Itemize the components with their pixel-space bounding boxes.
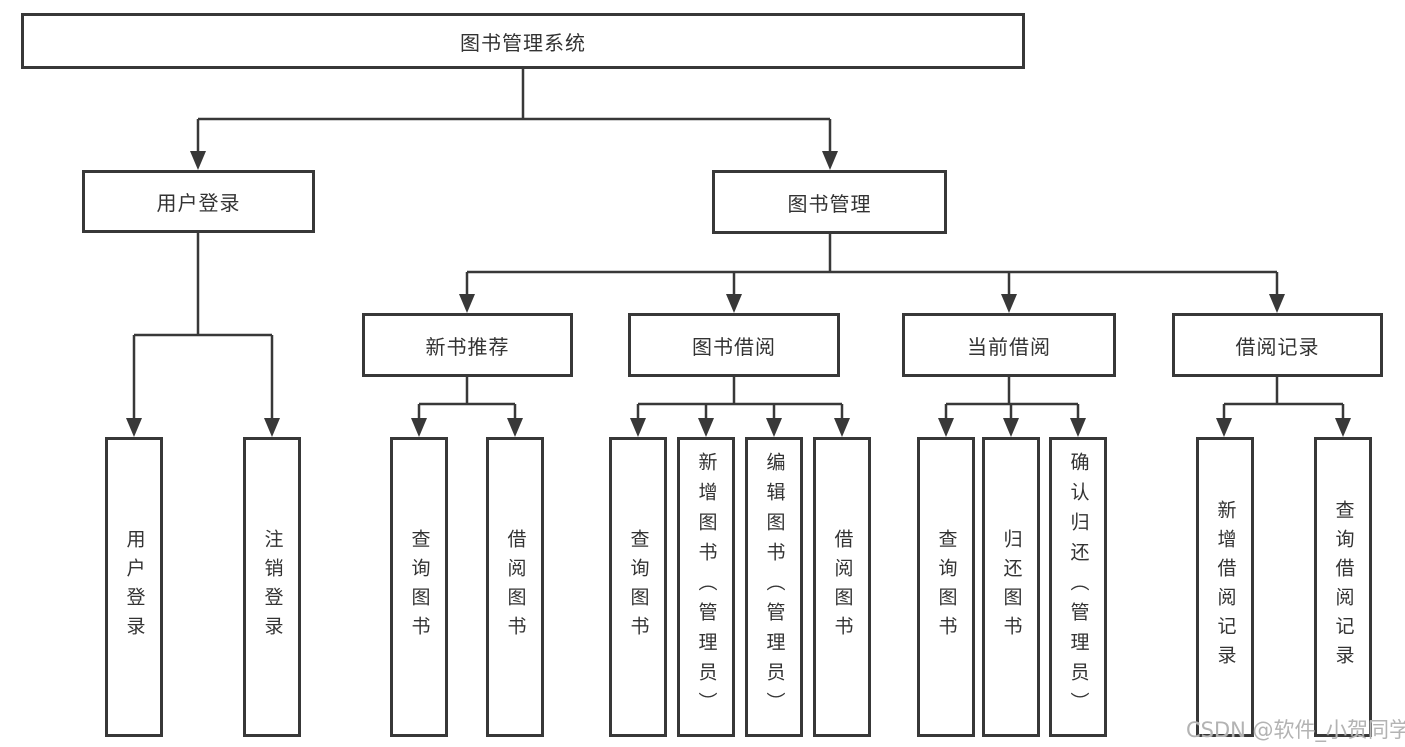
leaf-borrow-book-1: 借阅图书 bbox=[486, 437, 544, 737]
leaf-edit-book-admin-label: 编辑图书（管理员） bbox=[763, 452, 786, 722]
leaf-query-book-2-label: 查询图书 bbox=[627, 529, 650, 645]
leaf-user-login-label: 用户登录 bbox=[123, 529, 146, 645]
leaf-return-book: 归还图书 bbox=[982, 437, 1040, 737]
leaf-user-login: 用户登录 bbox=[105, 437, 163, 737]
node-root: 图书管理系统 bbox=[21, 13, 1025, 69]
watermark-text: CSDN @软件_小贺同学 bbox=[1186, 718, 1405, 742]
node-new-book-recommend-label: 新书推荐 bbox=[425, 334, 510, 359]
leaf-logout-label: 注销登录 bbox=[261, 529, 284, 645]
leaf-query-book-3: 查询图书 bbox=[917, 437, 975, 737]
node-book-management: 图书管理 bbox=[712, 170, 947, 234]
leaf-edit-book-admin: 编辑图书（管理员） bbox=[745, 437, 803, 737]
node-book-borrow: 图书借阅 bbox=[628, 313, 840, 377]
leaf-add-book-admin: 新增图书（管理员） bbox=[677, 437, 735, 737]
leaf-return-book-label: 归还图书 bbox=[1000, 529, 1023, 645]
leaf-borrow-book-2: 借阅图书 bbox=[813, 437, 871, 737]
leaf-query-book-1: 查询图书 bbox=[390, 437, 448, 737]
leaf-add-book-admin-label: 新增图书（管理员） bbox=[695, 452, 718, 722]
leaf-query-borrow-record-label: 查询借阅记录 bbox=[1332, 500, 1355, 674]
leaf-query-book-1-label: 查询图书 bbox=[408, 529, 431, 645]
leaf-add-borrow-record-label: 新增借阅记录 bbox=[1214, 500, 1237, 674]
leaf-confirm-return-admin-label: 确认归还（管理员） bbox=[1067, 452, 1090, 722]
leaf-query-book-2: 查询图书 bbox=[609, 437, 667, 737]
leaf-confirm-return-admin: 确认归还（管理员） bbox=[1049, 437, 1107, 737]
node-borrow-record-label: 借阅记录 bbox=[1235, 334, 1320, 359]
node-current-borrow-label: 当前借阅 bbox=[967, 334, 1051, 359]
node-book-borrow-label: 图书借阅 bbox=[692, 334, 776, 359]
leaf-borrow-book-2-label: 借阅图书 bbox=[831, 529, 854, 645]
leaf-add-borrow-record: 新增借阅记录 bbox=[1196, 437, 1254, 737]
node-root-label: 图书管理系统 bbox=[460, 30, 586, 55]
leaf-query-borrow-record: 查询借阅记录 bbox=[1314, 437, 1372, 737]
node-book-management-label: 图书管理 bbox=[787, 191, 872, 216]
node-user-login: 用户登录 bbox=[82, 170, 315, 233]
node-new-book-recommend: 新书推荐 bbox=[362, 313, 573, 377]
node-user-login-label: 用户登录 bbox=[156, 191, 241, 215]
node-current-borrow: 当前借阅 bbox=[902, 313, 1116, 377]
node-borrow-record: 借阅记录 bbox=[1172, 313, 1383, 377]
leaf-borrow-book-1-label: 借阅图书 bbox=[504, 529, 527, 645]
leaf-logout: 注销登录 bbox=[243, 437, 301, 737]
leaf-query-book-3-label: 查询图书 bbox=[935, 529, 958, 645]
